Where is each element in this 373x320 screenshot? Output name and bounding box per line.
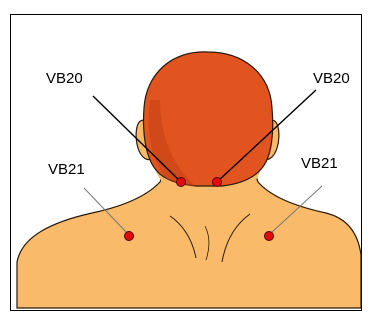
point-vb20-left (177, 178, 186, 187)
label-vb20-left: VB20 (46, 71, 83, 86)
point-vb21-right (265, 232, 274, 241)
label-vb21-left: VB21 (48, 162, 85, 177)
label-vb21-right: VB21 (301, 156, 338, 171)
point-vb20-right (213, 178, 222, 187)
point-vb21-left (125, 232, 134, 241)
label-vb20-right: VB20 (313, 71, 350, 86)
